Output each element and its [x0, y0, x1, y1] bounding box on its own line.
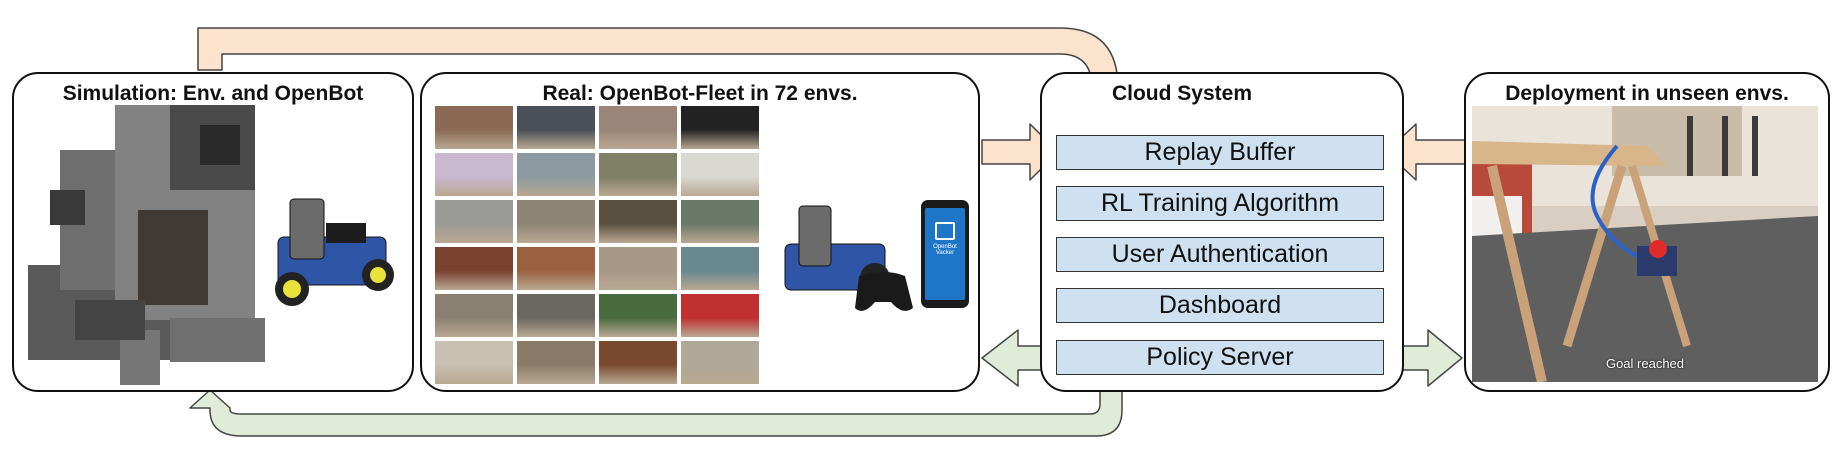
phone-device: OpenBot Vacker	[921, 200, 969, 308]
environment-thumbnail	[435, 341, 513, 384]
environment-thumbnail	[435, 200, 513, 243]
environment-thumbnail	[599, 247, 677, 290]
deployment-title: Deployment in unseen envs.	[1505, 82, 1789, 105]
environment-image-grid	[435, 106, 759, 384]
environment-thumbnail	[599, 106, 677, 149]
goal-reached-caption: Goal reached	[1605, 356, 1685, 371]
robot-top-plate	[326, 223, 366, 243]
environment-thumbnail	[517, 106, 595, 149]
robot-path	[1590, 144, 1648, 263]
sim-robot-image	[275, 198, 394, 306]
simulation-title: Simulation: Env. and OpenBot	[62, 82, 364, 105]
table-leg-mid	[1562, 164, 1627, 348]
floorplan-room-kitchen	[138, 210, 208, 305]
environment-thumbnail	[517, 294, 595, 337]
service-user-auth: User Authentication	[1056, 237, 1384, 272]
environment-thumbnail	[517, 153, 595, 196]
environment-thumbnail	[517, 341, 595, 384]
service-dashboard: Dashboard	[1056, 288, 1384, 323]
environment-thumbnail	[435, 106, 513, 149]
floorplan-bed	[200, 125, 240, 165]
phone-screen: OpenBot Vacker	[925, 208, 965, 300]
environment-thumbnail	[599, 294, 677, 337]
environment-thumbnail	[681, 200, 759, 243]
cloud-system-title: Cloud System	[1111, 82, 1253, 105]
environment-thumbnail	[681, 153, 759, 196]
cloud-system-panel: Cloud System	[1040, 72, 1404, 392]
environment-thumbnail	[681, 341, 759, 384]
phone-app-name: OpenBot	[933, 244, 957, 250]
carpet	[1472, 216, 1818, 382]
environment-thumbnail	[681, 106, 759, 149]
service-policy-server: Policy Server	[1056, 340, 1384, 375]
stool-2	[1722, 116, 1728, 176]
environment-thumbnail	[435, 247, 513, 290]
table-leg-left	[1487, 164, 1547, 382]
stool-1	[1687, 116, 1693, 176]
environment-thumbnail	[681, 294, 759, 337]
floorplan-sofa	[75, 300, 145, 340]
openbot-app-icon	[935, 222, 955, 240]
phone-app-sub: Vacker	[935, 250, 955, 256]
game-controller	[855, 272, 913, 311]
environment-thumbnail	[517, 247, 595, 290]
real-robot-image	[784, 205, 913, 311]
floorplan-room-right	[170, 318, 265, 362]
service-replay-buffer: Replay Buffer	[1056, 135, 1384, 170]
environment-thumbnail	[681, 247, 759, 290]
deployment-scene-photo	[1472, 106, 1818, 382]
environment-thumbnail	[517, 200, 595, 243]
real-fleet-title: Real: OpenBot-Fleet in 72 envs.	[542, 82, 858, 105]
floorplan-furniture	[50, 190, 85, 225]
environment-thumbnail	[599, 341, 677, 384]
stool-3	[1752, 116, 1758, 176]
service-rl-training: RL Training Algorithm	[1056, 186, 1384, 221]
simulation-floorplan	[28, 105, 265, 385]
environment-thumbnail	[435, 153, 513, 196]
goal-marker-icon	[1649, 240, 1668, 276]
environment-thumbnail	[599, 153, 677, 196]
environment-thumbnail	[435, 294, 513, 337]
environment-thumbnail	[599, 200, 677, 243]
robot-phone-mount	[289, 198, 325, 260]
